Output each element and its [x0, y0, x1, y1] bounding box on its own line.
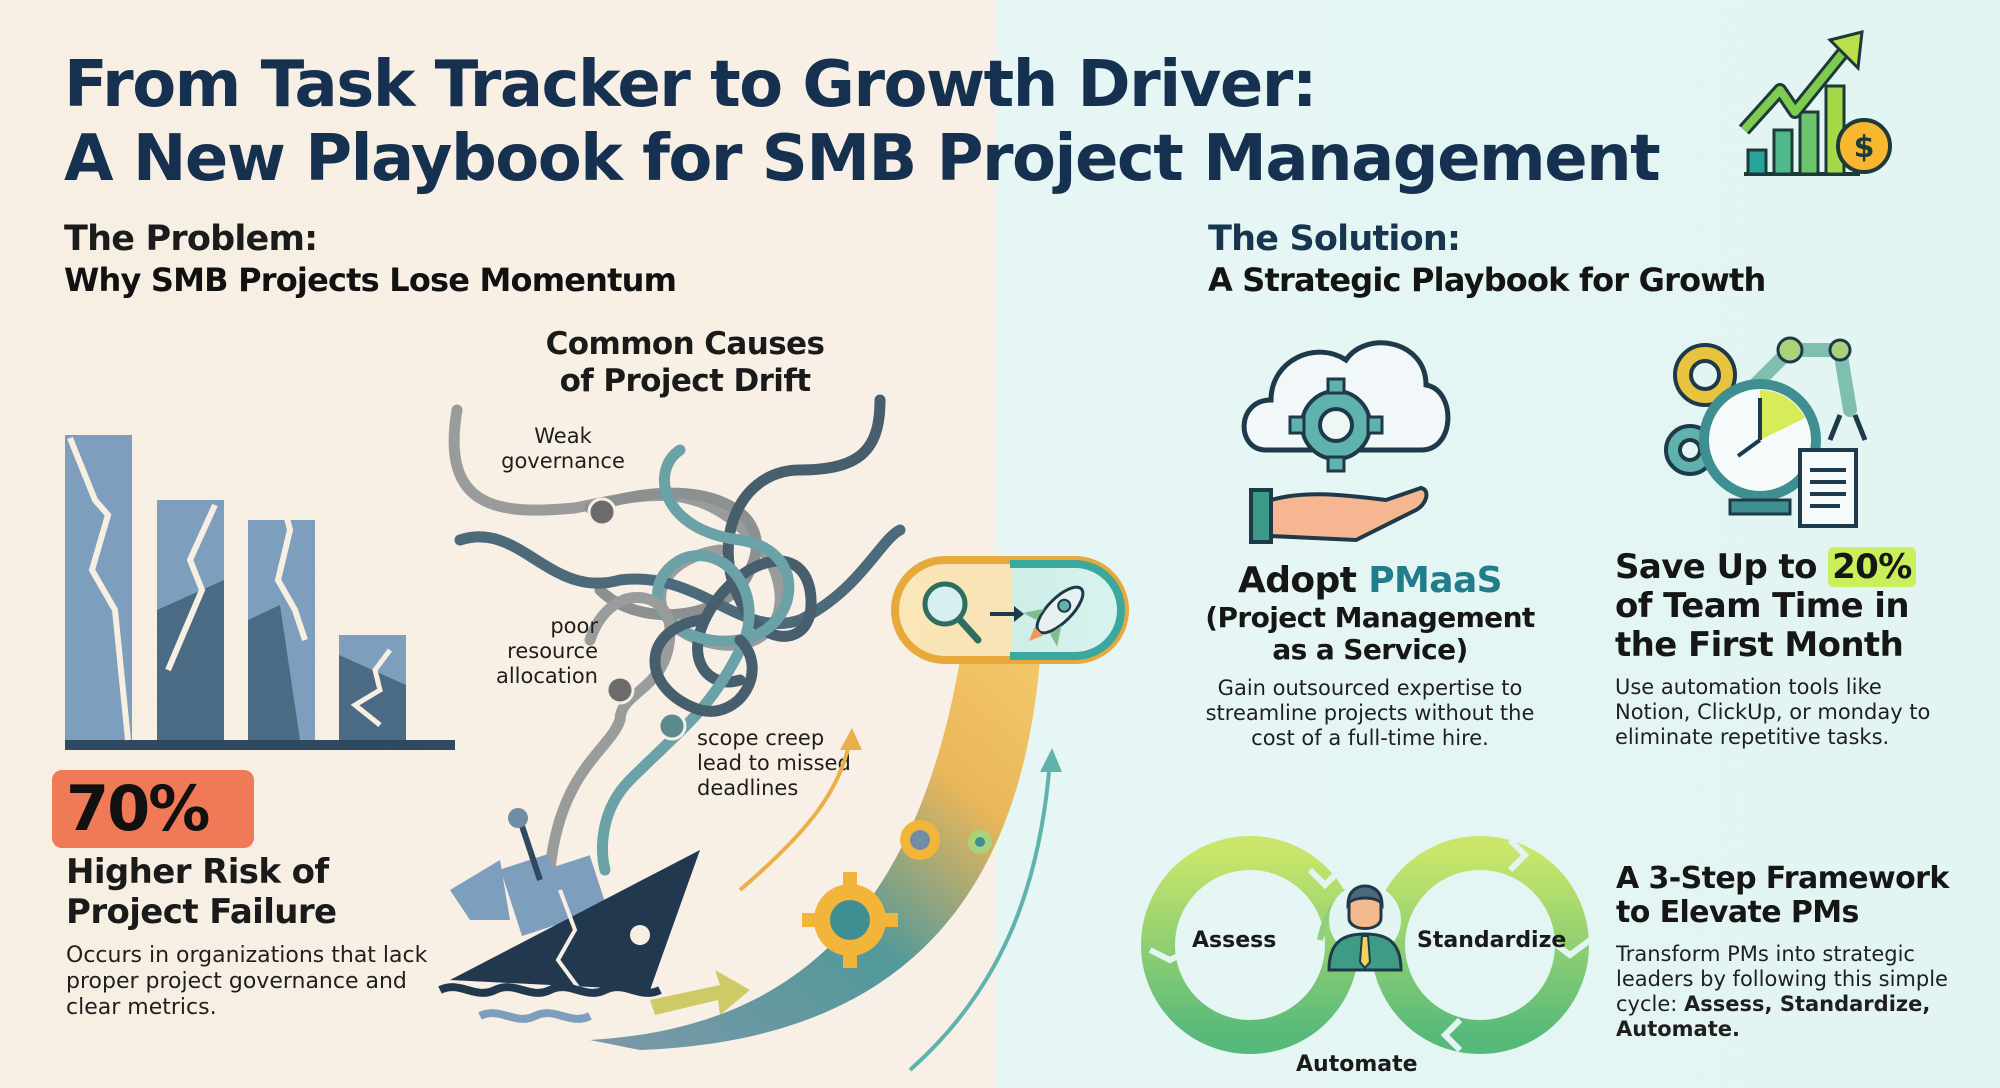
business-person-icon	[1327, 884, 1403, 972]
failure-risk-description: Occurs in organizations that lack proper…	[66, 943, 428, 1020]
cause-3-line-1: scope creep	[697, 726, 825, 750]
sinking-ship-icon	[438, 808, 700, 1023]
cause-1-line-2: governance	[501, 449, 625, 473]
causes-heading-line-1: Common Causes	[545, 326, 825, 362]
cracked-bar-chart-illustration	[65, 435, 455, 750]
pmaas-title-prefix: Adopt	[1237, 560, 1369, 601]
pmaas-title: Adopt PMaaS	[1170, 560, 1570, 602]
failure-risk-heading-line-1: Higher Risk of	[66, 852, 329, 892]
title-line-2: A New Playbook for SMB Project Managemen…	[64, 122, 1661, 196]
solution-subheading: A Strategic Playbook for Growth	[1208, 261, 1766, 299]
cycle-step-standardize: Standardize	[1417, 928, 1567, 953]
cloud-gear-hand-icon	[1241, 340, 1451, 544]
cause-scope-creep: scope creep lead to missed deadlines	[697, 726, 897, 801]
pmaas-card: Adopt PMaaS (Project Management as a Ser…	[1170, 560, 1570, 751]
save-time-description: Use automation tools like Notion, ClickU…	[1615, 675, 1931, 749]
common-causes-heading: Common Causes of Project Drift	[520, 326, 850, 400]
save-time-card: Save Up to 20% of Team Time in the First…	[1615, 547, 1995, 750]
cause-2-line-3: allocation	[495, 664, 598, 688]
save-time-title-line-2: of Team Time in	[1615, 586, 1910, 626]
failure-risk-heading-line-2: Project Failure	[66, 892, 337, 932]
tangled-threads-illustration	[448, 394, 906, 876]
framework-title-line-2: to Elevate PMs	[1616, 895, 1859, 930]
solution-heading: The Solution:	[1208, 219, 1461, 259]
framework-description-steps: Assess, Standardize, Automate.	[1616, 992, 1931, 1041]
cause-2-line-2: resource	[507, 639, 598, 663]
causes-heading-line-2: of Project Drift	[559, 363, 811, 399]
problem-section-header: The Problem: Why SMB Projects Lose Momen…	[64, 218, 677, 300]
problem-subheading: Why SMB Projects Lose Momentum	[64, 261, 677, 299]
growth-chart-dollar-icon: $	[1738, 30, 1892, 176]
title-line-1: From Task Tracker to Growth Driver:	[64, 48, 1317, 122]
framework-title-line-1: A 3-Step Framework	[1616, 861, 1949, 896]
cause-weak-governance: Weak governance	[478, 424, 648, 474]
pmaas-description: Gain outsourced expertise to streamline …	[1205, 676, 1535, 750]
three-step-cycle-diagram	[1141, 836, 1592, 1054]
cause-3-line-3: deadlines	[697, 776, 799, 800]
svg-text:$: $	[1854, 130, 1875, 165]
save-time-highlight-badge: 20%	[1828, 547, 1916, 587]
failure-risk-stat-badge: 70%	[52, 770, 254, 848]
save-time-title-line-1: Save Up to 20%	[1615, 547, 1995, 587]
problem-heading: The Problem:	[64, 219, 318, 259]
cause-1-line-1: Weak	[534, 424, 592, 448]
cause-3-line-2: lead to missed	[697, 751, 851, 775]
magnifier-icon	[922, 581, 982, 644]
cause-poor-resource-allocation: poor resource allocation	[460, 614, 598, 689]
cause-2-line-1: poor	[550, 614, 598, 638]
arrow-right-icon	[990, 606, 1024, 622]
framework-description: Transform PMs into strategic leaders by …	[1616, 942, 1966, 1042]
failure-risk-heading: Higher Risk of Project Failure	[66, 852, 337, 932]
pmaas-subtitle-line-2: as a Service)	[1272, 633, 1468, 666]
automation-clock-robot-arm-icon	[1664, 336, 1868, 528]
solution-section-header: The Solution: A Strategic Playbook for G…	[1208, 218, 1766, 300]
rocket-icon	[1023, 585, 1085, 647]
pmaas-title-accent: PMaaS	[1368, 560, 1502, 601]
framework-description-text: Transform PMs into strategic leaders by …	[1616, 942, 1948, 1016]
transition-sweep-illustration	[438, 556, 1129, 1072]
framework-card: A 3-Step Framework to Elevate PMs Transf…	[1616, 862, 1996, 1042]
pmaas-subtitle-line-1: (Project Management	[1205, 601, 1535, 634]
page-title: From Task Tracker to Growth Driver: A Ne…	[64, 48, 1724, 196]
save-time-title-line-3: the First Month	[1615, 625, 1904, 665]
cycle-step-assess: Assess	[1192, 928, 1277, 953]
save-time-title-prefix: Save Up to	[1615, 547, 1829, 587]
cycle-step-automate: Automate	[1296, 1052, 1418, 1077]
